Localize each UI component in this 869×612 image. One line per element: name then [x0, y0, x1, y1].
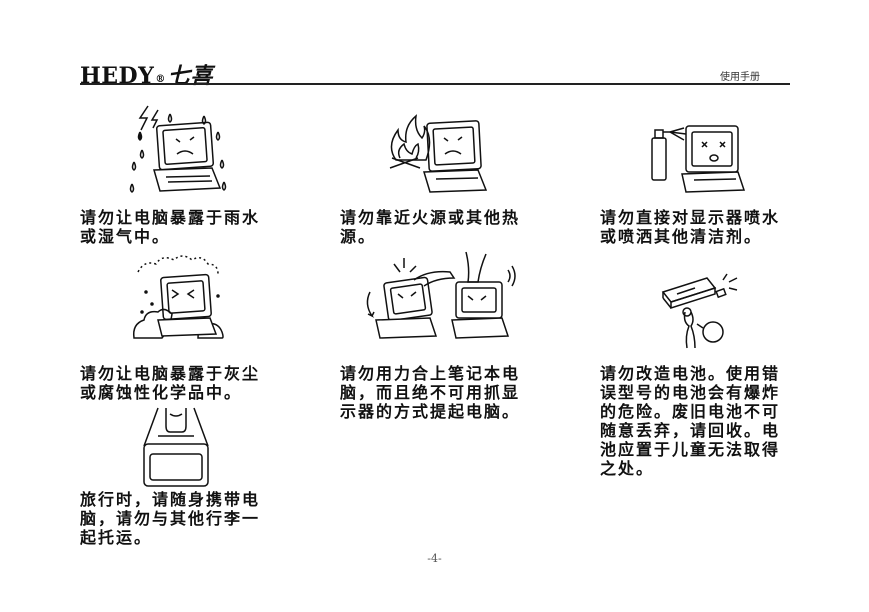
- manual-label: 使用手册: [720, 72, 760, 83]
- laptop-spray-icon: [640, 118, 750, 198]
- caption-rain: 请勿让电脑暴露于雨水 或湿气中。: [80, 208, 261, 246]
- caption-fire: 请勿靠近火源或其他热 源。: [340, 208, 521, 246]
- battery-hazard-icon: [655, 268, 751, 350]
- caption-spray: 请勿直接对显示器喷水 或喷洒其他清洁剂。: [600, 208, 781, 246]
- laptop-fire-icon: [378, 102, 488, 198]
- caption-travel: 旅行时，请随身携带电 脑，请勿与其他行李一 起托运。: [80, 490, 261, 547]
- laptop-force-icon: [360, 250, 520, 344]
- brand-logo: HEDY®七喜: [80, 63, 213, 89]
- page-number: -4-: [427, 552, 442, 565]
- laptop-bag-icon: [136, 406, 216, 488]
- caption-force: 请勿用力合上笔记本电 脑，而且绝不可用抓显 示器的方式提起电脑。: [340, 364, 521, 421]
- laptop-dust-icon: [128, 252, 228, 344]
- caption-dust: 请勿让电脑暴露于灰尘 或腐蚀性化学品中。: [80, 364, 261, 402]
- header-rule: [80, 83, 790, 85]
- caption-battery: 请勿改造电池。使用错 误型号的电池会有爆炸 的危险。废旧电池不可 随意丢弃，请回…: [600, 364, 781, 478]
- page-header: HEDY®七喜 使用手册: [80, 56, 790, 90]
- laptop-rain-icon: [120, 102, 230, 198]
